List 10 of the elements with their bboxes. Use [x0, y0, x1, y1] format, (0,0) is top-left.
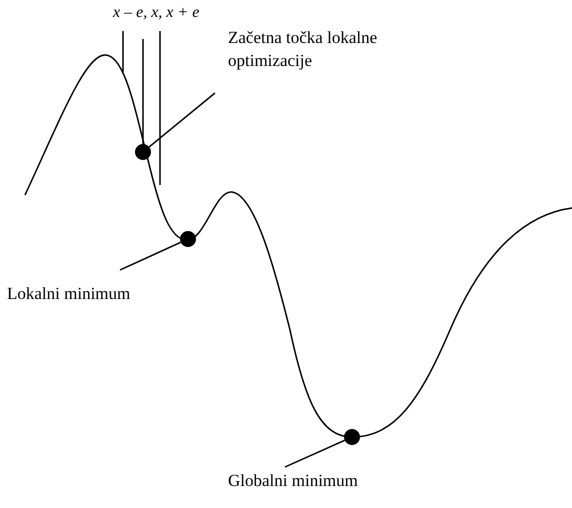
- annotation-text: Lokalni minimum: [7, 270, 157, 306]
- point-dot: [344, 429, 360, 445]
- annotation-text: Začetna točka lokalne optimizacije: [215, 26, 445, 93]
- annotation-text: Globalni minimum: [228, 467, 378, 495]
- leader-line: [284, 440, 345, 468]
- point-dot: [180, 231, 196, 247]
- leader-line: [148, 92, 216, 148]
- point-dot: [135, 144, 151, 160]
- variable-label: x – e, x, x + e: [113, 4, 200, 22]
- leader-line: [120, 242, 182, 271]
